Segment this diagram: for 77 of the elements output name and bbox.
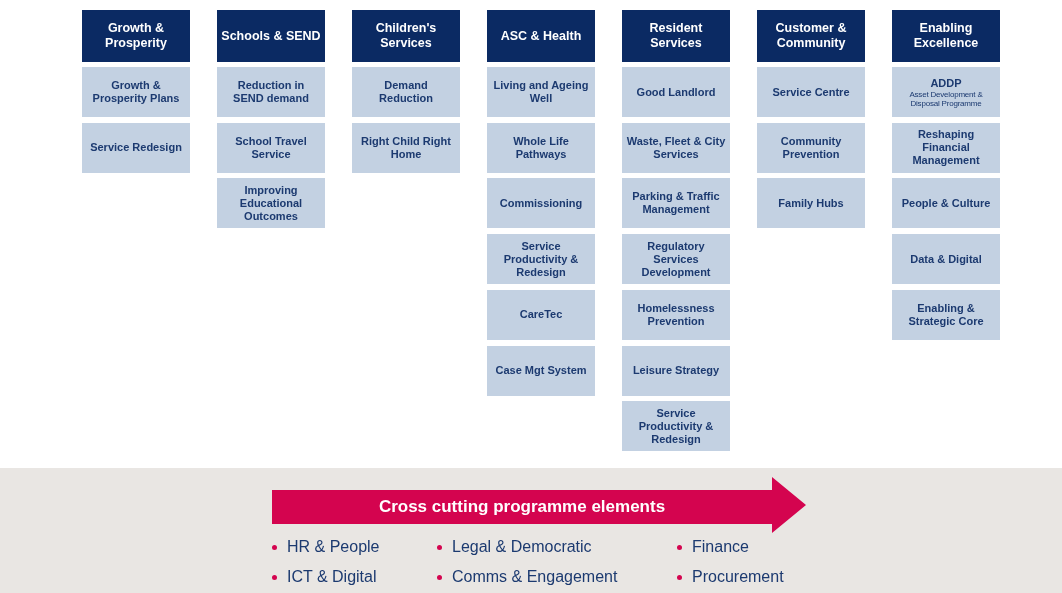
programme-tile bbox=[622, 289, 730, 340]
bullet-text: Finance bbox=[692, 538, 749, 556]
tile-title: Growth & Prosperity Plans bbox=[91, 79, 181, 105]
tile-title: Right Child Right Home bbox=[360, 134, 452, 161]
tile-title: Leisure Strategy bbox=[632, 364, 720, 377]
programme-tile bbox=[217, 67, 325, 117]
programme-tile bbox=[622, 345, 730, 396]
tile-title: Growth & Prosperity bbox=[104, 21, 168, 51]
tile-title: Service Productivity & Redesign bbox=[637, 406, 715, 446]
programme-tile bbox=[487, 234, 595, 285]
tile-title: Good Landlord bbox=[636, 85, 716, 99]
tile-title: Living and Ageing Well bbox=[492, 79, 590, 105]
tile-title: Customer & Community bbox=[774, 21, 848, 51]
bullet-text: Comms & Engagement bbox=[452, 568, 618, 586]
programme-tile bbox=[352, 67, 460, 117]
programme-tile bbox=[892, 178, 1000, 229]
tile-title: ADDP bbox=[930, 76, 962, 90]
tile-title: CareTec bbox=[519, 308, 563, 322]
programme-tile bbox=[892, 234, 1000, 285]
tile-title: Family Hubs bbox=[778, 196, 844, 210]
column-header-tile bbox=[352, 10, 460, 62]
banner-arrow bbox=[272, 477, 806, 533]
tile-title: Enabling & Strategic Core bbox=[907, 301, 985, 328]
bullet-text: Procurement bbox=[692, 568, 784, 586]
programme-tile bbox=[487, 122, 595, 173]
programme-tile bbox=[622, 234, 730, 285]
tile-title: Service Redesign bbox=[90, 141, 182, 155]
tile-title: Service Productivity & Redesign bbox=[502, 239, 580, 279]
tile-title: Service Centre bbox=[772, 85, 850, 99]
column-header-tile bbox=[217, 10, 325, 62]
tile-title: Commissioning bbox=[499, 196, 583, 210]
tile-title: Schools & SEND bbox=[221, 28, 321, 44]
programme-tile bbox=[757, 178, 865, 229]
tile-title: Improving Educational Outcomes bbox=[238, 183, 304, 223]
tile-title: Waste, Fleet & City Services bbox=[626, 134, 726, 161]
programme-tile bbox=[487, 178, 595, 229]
tile-title: People & Culture bbox=[901, 196, 991, 210]
programme-tile bbox=[622, 178, 730, 229]
tile-title: School Travel Service bbox=[234, 134, 308, 161]
column-header-tile bbox=[487, 10, 595, 62]
programme-tile bbox=[217, 178, 325, 229]
tile-title: Community Prevention bbox=[779, 134, 843, 161]
programme-tile bbox=[487, 345, 595, 396]
column-header-tile bbox=[892, 10, 1000, 62]
tile-subtitle: Asset Development & Disposal Programme bbox=[908, 89, 984, 108]
programme-tile bbox=[892, 67, 1000, 117]
column-header-tile bbox=[82, 10, 190, 62]
programme-tile bbox=[892, 122, 1000, 173]
tile-title: Homelessness Prevention bbox=[636, 301, 716, 328]
column-header-tile bbox=[757, 10, 865, 62]
programme-tile bbox=[622, 122, 730, 173]
programme-tile bbox=[757, 122, 865, 173]
programme-tile bbox=[82, 67, 190, 117]
tile-title: Children's Services bbox=[374, 21, 438, 51]
programme-tile bbox=[352, 122, 460, 173]
programme-tile bbox=[487, 289, 595, 340]
tile-title: Case Mgt System bbox=[495, 364, 587, 377]
tile-title: Resident Services bbox=[648, 21, 704, 51]
bullet-text: ICT & Digital bbox=[287, 568, 377, 586]
programme-tile bbox=[217, 122, 325, 173]
tile-title: Data & Digital bbox=[910, 252, 982, 266]
programme-tile bbox=[622, 67, 730, 117]
tile-title: Whole Life Pathways bbox=[512, 134, 570, 161]
tile-title: Reduction in SEND demand bbox=[232, 79, 310, 105]
programme-tile bbox=[622, 401, 730, 452]
programme-tile bbox=[487, 67, 595, 117]
tile-title: ASC & Health bbox=[500, 28, 582, 44]
tile-title: Parking & Traffic Management bbox=[631, 190, 721, 217]
tile-title: Enabling Excellence bbox=[912, 21, 980, 51]
tile-title: Regulatory Services Development bbox=[640, 239, 712, 279]
tile-title: Demand Reduction bbox=[378, 79, 434, 105]
programme-tile bbox=[82, 122, 190, 173]
column-header-tile bbox=[622, 10, 730, 62]
programme-tile bbox=[757, 67, 865, 117]
banner-title: Cross cutting programme elements bbox=[377, 496, 667, 518]
tile-title: Reshaping Financial Management bbox=[911, 128, 981, 168]
programme-tile bbox=[892, 289, 1000, 340]
